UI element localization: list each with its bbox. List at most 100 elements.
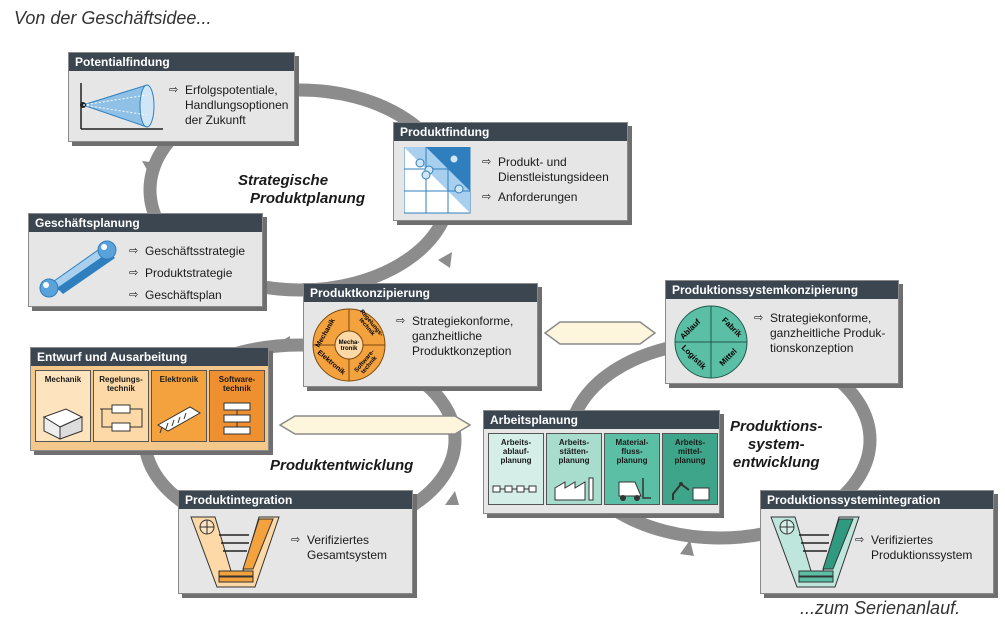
list-item: ⇨ Geschäftsstrategie	[129, 244, 245, 259]
item-text: Produktstrategie	[145, 266, 233, 280]
factory-icon	[554, 477, 594, 501]
item-text: Anforderungen	[498, 190, 578, 204]
production-integration-v-icon	[770, 516, 860, 588]
item-text: Strategiekonforme, ganzheitliche Produkt…	[412, 314, 514, 358]
item-text: Produkt- und Dienstleistungsideen	[498, 155, 609, 184]
column-label: Arbeits- mittel- planung	[674, 438, 706, 465]
box-entwurf: Entwurf und Ausarbeitung Mechanik Regelu…	[30, 347, 269, 451]
flowchart-icon	[223, 402, 251, 435]
caption-end: ...zum Serienanlauf.	[800, 598, 961, 618]
item-list: ⇨ Verifiziertes Gesamtsystem	[291, 533, 387, 568]
box-produktfindung: Produktfindung ⇨ Produkt- und Dienstleist…	[393, 122, 628, 221]
box-title: Entwurf und Ausarbeitung	[31, 348, 268, 366]
double-arrow	[543, 321, 657, 345]
box-title: Produktionssystemintegration	[761, 491, 993, 509]
box-potentialfindung: Potentialfindung ⇨ Erfolgspotentiale, Han…	[68, 52, 295, 142]
item-list: ⇨ Verifiziertes Produktionssystem	[855, 533, 972, 568]
list-item: ⇨ Erfolgspotentiale, Handlungsoptionen de…	[169, 83, 288, 128]
column-label: Regelungs- technik	[99, 375, 143, 393]
production-circle-icon: Ablauf Fabrik Logistik Mittel	[674, 305, 748, 379]
column-elektronik: Elektronik	[151, 370, 207, 442]
arrow-icon: ⇨	[129, 289, 139, 301]
cycle-arrowhead	[680, 540, 694, 556]
box-title: Arbeitsplanung	[484, 411, 719, 429]
arrow-icon: ⇨	[482, 156, 492, 168]
chip-icon	[157, 406, 201, 434]
phase-production: Produktions- system- entwicklung	[730, 418, 823, 472]
item-text: Verifiziertes Produktionssystem	[871, 533, 973, 562]
column-regelungstechnik: Regelungs- technik	[93, 370, 149, 442]
list-item: ⇨ Strategiekonforme, ganzheitliche Produk…	[396, 314, 513, 359]
column-label: Arbeits- stätten- planung	[558, 438, 590, 465]
arrow-icon: ⇨	[291, 534, 301, 546]
column-mechanik: Mechanik	[35, 370, 91, 442]
box-3d-icon	[42, 408, 84, 440]
potential-cone-icon	[80, 83, 163, 130]
robot-arm-icon	[672, 482, 710, 501]
column-label: Mechanik	[44, 375, 82, 384]
center-label: Mecha-tronik	[339, 340, 360, 352]
box-geschaeftsplanung: Geschäftsplanung ⇨ Geschäftsstrategie ⇨ Pr…	[28, 213, 263, 307]
list-item: ⇨ Produkt- und Dienstleistungsideen	[482, 155, 609, 185]
list-item: ⇨ Anforderungen	[482, 190, 609, 205]
process-chain-icon	[492, 485, 537, 493]
list-item: ⇨ Geschäftsplan	[129, 288, 245, 303]
arrow-icon: ⇨	[754, 312, 764, 324]
column-label: Software- technik	[218, 375, 256, 393]
box-title: Potentialfindung	[69, 53, 294, 71]
item-list: ⇨ Produkt- und Dienstleistungsideen ⇨ Anfo…	[482, 155, 609, 210]
item-list: ⇨ Erfolgspotentiale, Handlungsoptionen de…	[169, 83, 288, 133]
forklift-icon	[618, 478, 651, 501]
phase-production-line2: system-	[747, 436, 805, 453]
phase-strategic: Strategische Produktplanung	[238, 172, 365, 208]
idea-matrix-icon	[404, 147, 471, 214]
box-arbeitsplanung: Arbeitsplanung Arbeits- ablauf- planung …	[483, 410, 720, 514]
list-item: ⇨ Produktstrategie	[129, 266, 245, 281]
item-list: ⇨ Geschäftsstrategie ⇨ Produktstrategie ⇨ G…	[129, 244, 245, 308]
arrow-icon: ⇨	[855, 534, 865, 546]
phase-strategic-line1: Strategische	[238, 172, 329, 189]
box-title: Produktionssystemkonzipierung	[666, 281, 898, 299]
item-list: ⇨ Strategiekonforme, ganzheitliche Produk…	[754, 311, 885, 361]
arrow-icon: ⇨	[129, 245, 139, 257]
box-produktkonzipierung: Produktkonzipierung Mechanik Regelungs-t…	[303, 283, 538, 387]
phase-strategic-line2: Produktplanung	[250, 190, 365, 207]
box-title: Produktfindung	[394, 123, 627, 141]
business-plan-icon	[39, 240, 117, 298]
arrow-icon: ⇨	[129, 267, 139, 279]
cycle-arrowhead	[445, 491, 459, 505]
column-arbeitsstaettenplanung: Arbeits- stätten- planung	[546, 433, 602, 505]
item-text: Erfolgspotentiale, Handlungsoptionen der…	[185, 83, 289, 127]
phase-development: Produktentwicklung	[270, 457, 414, 474]
column-arbeitsablaufplanung: Arbeits- ablauf- planung	[488, 433, 544, 505]
arrow-icon: ⇨	[396, 315, 406, 327]
item-text: Strategiekonforme, ganzheitliche Produk-…	[770, 311, 886, 355]
double-arrow	[278, 415, 472, 435]
column-label: Arbeits- ablauf- planung	[500, 438, 532, 465]
list-item: ⇨ Verifiziertes Produktionssystem	[855, 533, 972, 563]
cycle-arrowhead	[438, 252, 452, 268]
phase-production-line1: Produktions-	[730, 418, 823, 435]
arrow-icon: ⇨	[482, 191, 492, 203]
item-text: Verifiziertes Gesamtsystem	[307, 533, 388, 562]
box-produktionssystemkonzipierung: Produktionssystemkonzipierung Ablauf Fab…	[665, 280, 899, 384]
integration-v-icon	[190, 516, 280, 588]
column-label: Elektronik	[159, 375, 199, 384]
arrow-icon: ⇨	[169, 84, 179, 96]
column-materialflussplanung: Material- fluss- planung	[604, 433, 660, 505]
box-produktintegration: Produktintegration ⇨Verifiziertes Gesamt…	[178, 490, 413, 594]
box-title: Geschäftsplanung	[29, 214, 262, 232]
item-text: Geschäftsplan	[145, 288, 222, 302]
item-text: Geschäftsstrategie	[145, 244, 246, 258]
list-item: ⇨ Verifiziertes Gesamtsystem	[291, 533, 387, 563]
caption-start: Von der Geschäftsidee...	[14, 8, 212, 28]
control-block-icon	[100, 404, 143, 432]
column-arbeitsmittelplanung: Arbeits- mittel- planung	[662, 433, 718, 505]
box-produktionssystemintegration: Produktionssystemintegration ⇨ Verifizier…	[760, 490, 994, 594]
item-list: ⇨ Strategiekonforme, ganzheitliche Produk…	[396, 314, 513, 364]
box-title: Produktkonzipierung	[304, 284, 537, 302]
mechatronics-circle-icon: Mechanik Regelungs-technik Elektronik So…	[312, 308, 386, 382]
cycle-arrowhead	[276, 336, 290, 350]
phase-production-line3: entwicklung	[732, 454, 820, 471]
column-label: Material- fluss- planung	[615, 438, 649, 465]
